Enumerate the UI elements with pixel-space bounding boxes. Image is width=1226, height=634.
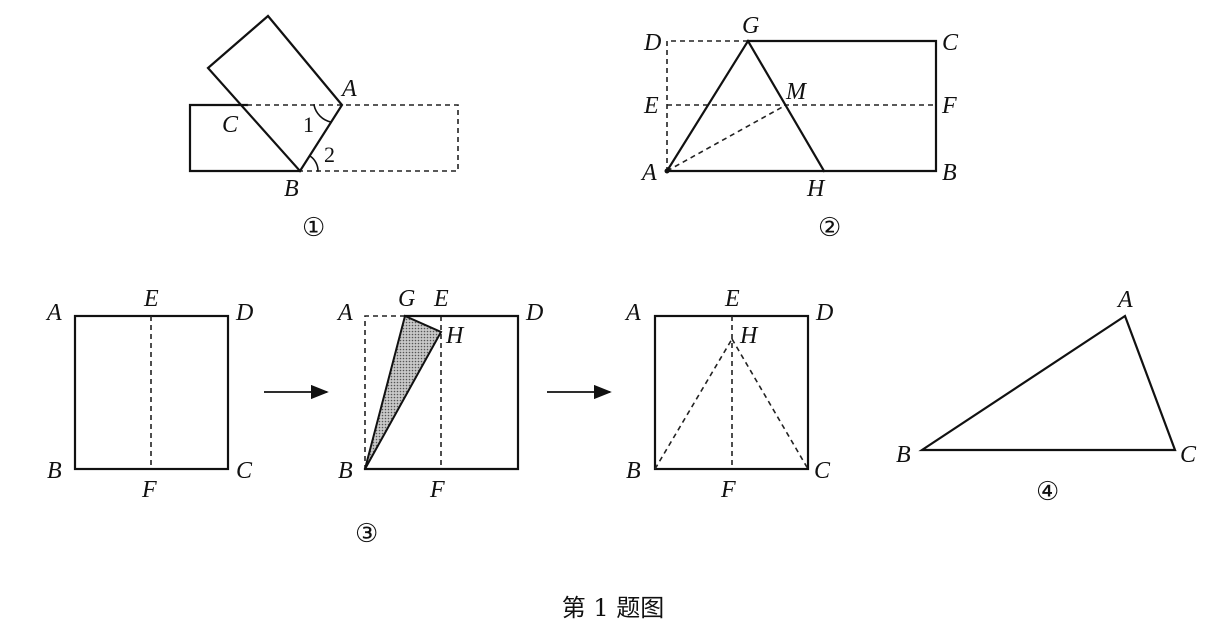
label-A: A bbox=[624, 300, 641, 326]
angle-1-label: 1 bbox=[303, 112, 314, 137]
figure-3-tag: ③ bbox=[355, 519, 378, 549]
label-F: F bbox=[429, 477, 445, 503]
label-B: B bbox=[896, 442, 911, 468]
segment-AM bbox=[666, 104, 787, 172]
figure-3-panel-2: A G E H D B F ③ bbox=[336, 286, 543, 549]
rectangle-right bbox=[665, 39, 938, 173]
label-D: D bbox=[643, 30, 661, 56]
segment-AG bbox=[665, 39, 750, 173]
label-D: D bbox=[815, 300, 833, 326]
label-C: C bbox=[1180, 442, 1197, 468]
label-B: B bbox=[47, 458, 62, 484]
label-D: D bbox=[525, 300, 543, 326]
label-B: B bbox=[284, 176, 299, 202]
figure-3-panel-3: A E H D B F C bbox=[624, 286, 833, 503]
label-H: H bbox=[445, 323, 465, 349]
label-B: B bbox=[942, 160, 957, 186]
label-E: E bbox=[724, 286, 740, 312]
point-A-dot bbox=[664, 168, 670, 174]
label-B: B bbox=[338, 458, 353, 484]
label-H: H bbox=[739, 323, 759, 349]
strip-left-outline bbox=[188, 103, 302, 173]
segment-GH bbox=[746, 39, 826, 173]
label-G: G bbox=[398, 286, 415, 312]
label-C: C bbox=[236, 458, 253, 484]
label-B: B bbox=[626, 458, 641, 484]
figure-2: D G C E M F A H B ② bbox=[640, 13, 959, 243]
label-H: H bbox=[806, 176, 826, 202]
figure-2-tag: ② bbox=[818, 213, 841, 243]
folded-away-corner bbox=[364, 315, 405, 469]
label-F: F bbox=[941, 93, 957, 119]
figure-1: A B C 1 2 ① bbox=[188, 14, 459, 243]
label-G: G bbox=[742, 13, 759, 39]
label-E: E bbox=[643, 93, 659, 119]
segment-HC bbox=[731, 338, 809, 470]
figure-4: A B C ④ bbox=[896, 287, 1197, 507]
triangle-ABC bbox=[918, 314, 1177, 452]
strip-right-dashed bbox=[247, 104, 459, 172]
square-outline-remaining bbox=[363, 314, 520, 471]
label-F: F bbox=[141, 477, 157, 503]
label-C: C bbox=[222, 112, 239, 138]
folded-strip bbox=[206, 14, 344, 173]
label-E: E bbox=[433, 286, 449, 312]
angle-1-arc bbox=[313, 104, 332, 123]
segment-BH bbox=[654, 338, 733, 470]
label-M: M bbox=[785, 79, 808, 105]
angle-2-label: 2 bbox=[324, 142, 335, 167]
figure-1-tag: ① bbox=[302, 213, 325, 243]
label-C: C bbox=[942, 30, 959, 56]
angle-2-arc bbox=[308, 154, 319, 172]
label-A: A bbox=[640, 160, 657, 186]
label-F: F bbox=[720, 477, 736, 503]
left-dashed-rect bbox=[666, 40, 748, 171]
figure-3-panel-1: A E D B F C bbox=[45, 286, 253, 503]
folded-triangle-shaded bbox=[364, 314, 443, 470]
label-E: E bbox=[143, 286, 159, 312]
label-C: C bbox=[814, 458, 831, 484]
label-A: A bbox=[336, 300, 353, 326]
figure-caption: 第 1 题图 bbox=[562, 594, 665, 622]
label-A: A bbox=[45, 300, 62, 326]
label-A: A bbox=[340, 76, 357, 102]
label-A: A bbox=[1116, 287, 1133, 313]
figure-4-tag: ④ bbox=[1036, 477, 1059, 507]
label-D: D bbox=[235, 300, 253, 326]
